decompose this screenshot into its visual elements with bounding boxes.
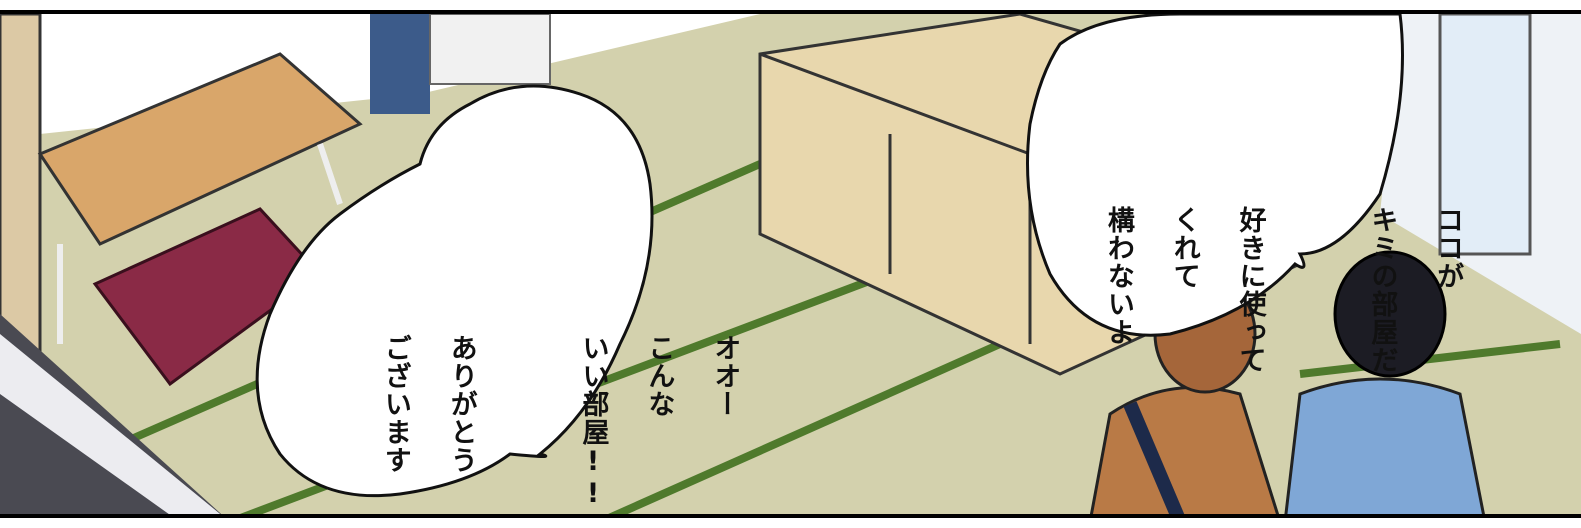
room-scene <box>0 14 1581 514</box>
bubble-line: いい部屋!! <box>577 334 609 510</box>
speech-bubble-right <box>1026 14 1404 337</box>
bubble-line: キミの部屋だ <box>1366 206 1398 374</box>
back-wall <box>0 14 760 214</box>
tatami-border-line <box>608 340 1002 514</box>
bubble-line: こんな <box>643 334 675 418</box>
floor-edge <box>0 314 222 514</box>
bubble-left-text: オオー こんな いい部屋!! ありがとう ございます <box>345 142 773 510</box>
tatami-border-line <box>1299 340 1561 378</box>
bubble-line: ありがとう <box>445 334 477 474</box>
bag-strap <box>1123 401 1185 514</box>
bubble-line: ございます <box>379 334 411 474</box>
bubble-line: オオー <box>709 334 741 418</box>
person-dark-hair <box>1333 250 1447 378</box>
bubble-line: 構わないよ <box>1102 206 1134 346</box>
person-blue-shirt <box>1284 377 1485 514</box>
bubble-line: 好きに使って <box>1234 206 1266 374</box>
comic-panel: オオー こんな いい部屋!! ありがとう ございます ココが キミの部屋だ 好き… <box>0 10 1581 518</box>
bubble-line: ココが <box>1432 206 1464 290</box>
speech-bubble-left <box>255 84 654 498</box>
shelf <box>0 14 42 356</box>
window-left <box>429 14 551 85</box>
curtain <box>370 14 430 114</box>
bubble-line: くれて <box>1168 206 1200 290</box>
low-table <box>37 52 363 246</box>
bubble-right-text: ココが キミの部屋だ 好きに使って くれて 構わないよ <box>1068 14 1496 374</box>
